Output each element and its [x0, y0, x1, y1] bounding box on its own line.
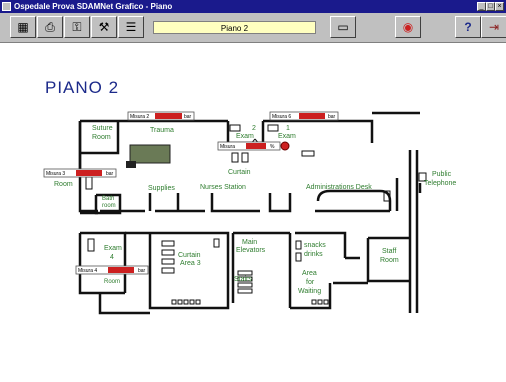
- misura-label: Misura 2: [130, 114, 149, 120]
- floor-plan: Suture Room Trauma Exam 2 Exam 1 Curtain…: [43, 111, 456, 315]
- fixtures: [85, 124, 427, 305]
- floor-map-icon[interactable]: ▦: [10, 16, 36, 38]
- room-label-curtain: Curtain: [228, 169, 251, 176]
- room-label-stairs: Stairs: [234, 276, 252, 283]
- room-label-suture-2: Room: [92, 134, 111, 141]
- room-label-curtain-area-2: Area 3: [180, 260, 201, 267]
- help-icon[interactable]: ?: [455, 16, 481, 38]
- key-icon[interactable]: ⚿: [64, 16, 90, 38]
- room-label-exam2: Exam: [236, 133, 254, 140]
- room-label-bath-1: Bath: [102, 196, 114, 202]
- floor-plan-canvas: PIANO 2: [0, 43, 506, 382]
- room-label-snacks: snacks: [304, 242, 326, 249]
- room-label-main-1: Main: [242, 239, 257, 246]
- misura-label: Misura 6: [272, 114, 291, 120]
- room-label-bath-2: room: [102, 203, 116, 209]
- room-label-curtain-area-1: Curtain: [178, 252, 201, 259]
- app-icon: [2, 2, 11, 11]
- room-label-suture: Suture: [92, 125, 113, 132]
- minimize-button[interactable]: _: [477, 2, 486, 11]
- page-name-field: Piano 2: [153, 21, 316, 34]
- maximize-button[interactable]: □: [486, 2, 495, 11]
- room-label-nurses: Nurses Station: [200, 184, 246, 191]
- list-icon[interactable]: ☰: [118, 16, 144, 38]
- room-label-staff-1: Staff: [382, 248, 396, 255]
- misura-label: Misura 4: [78, 268, 97, 274]
- floor-title: PIANO 2: [45, 78, 120, 97]
- toolbar: ▦ ⎙ ⚿ ⚒ ☰ Piano 2 ▭ ◉ ? ⇥: [0, 13, 506, 43]
- misura-unit: bar: [184, 114, 192, 120]
- room-label-public-1: Public: [432, 171, 452, 178]
- misura-label: Misura: [220, 144, 235, 150]
- misura-gauge[interactable]: Misura %: [217, 141, 281, 151]
- misura-unit: bar: [138, 268, 146, 274]
- window-title: Ospedale Prova SDAMNet Grafico - Piano: [14, 2, 173, 11]
- exit-icon[interactable]: ⇥: [481, 16, 506, 38]
- misura-unit: %: [270, 144, 275, 150]
- room-label-area-3: Waiting: [298, 288, 321, 295]
- room-label-supplies: Supplies: [148, 185, 175, 192]
- misura-gauge[interactable]: Misura 3 bar: [43, 168, 117, 178]
- room-label-area-2: for: [306, 279, 315, 286]
- room-label-room-left: Room: [54, 181, 73, 188]
- room-label-exam1: Exam: [278, 133, 296, 140]
- folder-icon[interactable]: ▭: [330, 16, 356, 38]
- room-label-exam4-num: 4: [110, 254, 114, 261]
- misura-gauge[interactable]: Misura 4 bar: [75, 265, 149, 275]
- room-label-exam4: Exam: [104, 245, 122, 252]
- room-label-area-1: Area: [302, 270, 317, 277]
- trauma-bed-icon[interactable]: [126, 144, 171, 168]
- room-label-exam1-num: 1: [286, 125, 290, 132]
- tools-icon[interactable]: ⚒: [91, 16, 117, 38]
- misura-gauge[interactable]: Misura 6 bar: [269, 111, 339, 121]
- room-label-public-2: Telephone: [424, 180, 456, 187]
- room-label-exam2-num: 2: [252, 125, 256, 132]
- misura-unit: bar: [328, 114, 336, 120]
- title-bar: Ospedale Prova SDAMNet Grafico - Piano _…: [0, 0, 506, 13]
- alarm-icon[interactable]: ◉: [395, 16, 421, 38]
- room-label-main-2: Elevators: [236, 247, 266, 254]
- room-label-staff-2: Room: [380, 257, 399, 264]
- room-label-trauma: Trauma: [150, 127, 174, 134]
- alarm-indicator-icon[interactable]: [280, 141, 290, 151]
- misura-gauge[interactable]: Misura 2 bar: [127, 111, 195, 121]
- misura-label: Misura 3: [46, 171, 65, 177]
- room-label-drinks: drinks: [304, 251, 323, 258]
- room-label-admin: Administrations Desk: [306, 184, 372, 191]
- room-label-room-lower: Room: [104, 279, 120, 285]
- misura-unit: bar: [106, 171, 114, 177]
- walls: [78, 111, 422, 315]
- close-button[interactable]: ×: [495, 2, 504, 11]
- print-icon[interactable]: ⎙: [37, 16, 63, 38]
